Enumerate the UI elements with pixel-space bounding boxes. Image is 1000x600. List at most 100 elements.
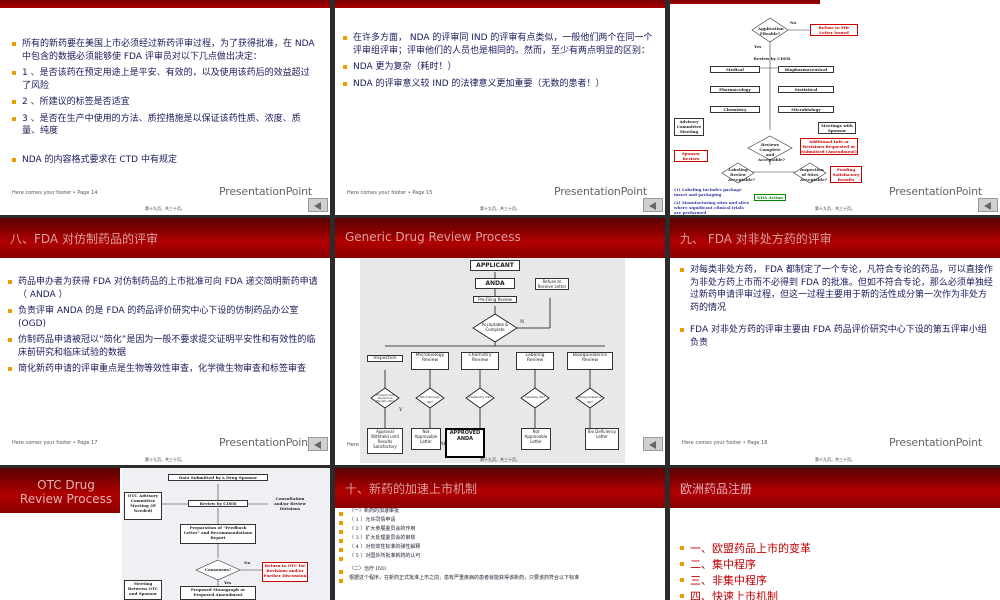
slide-otc-review[interactable]: OTC Drug Review Process Data Submitted b… [0, 468, 330, 600]
gd-label-n: N [520, 319, 525, 325]
gd-applicant: APPLICANT [470, 260, 520, 271]
fc-statistical: Statistical [778, 86, 834, 93]
back-arrow-icon[interactable] [308, 198, 328, 212]
brand-logo: PresentationPoint [889, 436, 982, 449]
slide-title-bar [670, 468, 1000, 508]
brand-logo: PresentationPoint [554, 185, 647, 198]
fc-advisory: Advisory Committee Meeting [674, 118, 704, 136]
gd-q-chem: Chemistry OK? [468, 395, 492, 399]
bullet-item: （ 5 ）对国外所批准新药的认可 [339, 553, 659, 561]
gd-ap: AP [440, 441, 447, 447]
brand-logo: PresentationPoint [219, 185, 312, 198]
gd-approved: APPROVED ANDA [445, 428, 485, 458]
fc-inspection-sites: Inspection of Sites Acceptable? [800, 167, 827, 182]
page-note: 第十九页，共三十页。 [145, 206, 185, 211]
bullet-item: （ 2 ）扩大参展委员会的作用 [339, 526, 659, 534]
fc-labeling-review: Labeling Review Acceptable? [728, 167, 755, 182]
gd-micro: Microbiology Review [411, 352, 449, 370]
slide-footer: Here comes your footer • Page 18 [682, 440, 768, 446]
gd-withheld: Approval Withheld until Results Satisfac… [367, 428, 403, 454]
bullet-item: （ 3 ）扩大处理委员会的审核 [339, 535, 659, 543]
brand-logo: PresentationPoint [219, 436, 312, 449]
page-note: 第十九页，共三十页。 [145, 457, 185, 462]
gd-q-label: Labeling OK? [524, 395, 546, 399]
slide-top-bar [335, 0, 665, 8]
gd-prefiling: Pre-Filing Review [473, 296, 517, 303]
gd-q-micro: Microbiology OK? [419, 395, 441, 404]
slide-title: 九、 FDA 对非处方药的评审 [680, 232, 832, 246]
fc-reviews-complete: Reviews Complete and Acceptable? [758, 142, 785, 162]
bullet-item: 简化新药申请的评审重点是生物等效性审查，化学微生物审查和标签审查 [8, 363, 324, 376]
bullet-list: （一）新药的加速审批 （ 1 ）允许同情申请 （ 2 ）扩大参展委员会的作用 （… [339, 508, 659, 584]
bullet-item: （二）治疗 IND [339, 566, 659, 574]
fc-pharmacology: Pharmacology [710, 86, 760, 93]
slide-title: 十、新药的加速上市机制 [345, 482, 478, 496]
brand-logo: PresentationPoint [889, 185, 982, 198]
bullet-item: 药品申办者为获得 FDA 对仿制药品的上市批准可向 FDA 递交简明新药申请（ … [8, 276, 324, 301]
otc-meeting: Meeting Between OTC and Sponsor [124, 580, 162, 600]
otc-label-yes: Yes [224, 580, 232, 585]
bullet-item: FDA 对非处方药的评审主要由 FDA 药品评价研究中心下设的第五评审小组负责 [680, 324, 994, 349]
bullet-item: 2 、所建议的标签是否适宜 [12, 96, 317, 109]
slide-footer: Here [347, 442, 359, 448]
slide-generic-drug-review[interactable]: Generic Drug Review Process APPLICANT AN… [335, 218, 665, 465]
nda-flowchart-lines [710, 17, 827, 184]
gd-refuse: Refuse to Receive Letter [535, 278, 569, 290]
slide-accelerated[interactable]: 十、新药的加速上市机制 （一）新药的加速审批 （ 1 ）允许同情申请 （ 2 ）… [335, 468, 665, 600]
slide-title: 欧洲药品注册 [680, 482, 753, 496]
slide-17[interactable]: 八、FDA 对仿制药品的评审 药品申办者为获得 FDA 对仿制药品的上市批准可向… [0, 218, 330, 465]
gd-not-approvable-1: Not Approvable Letter [411, 428, 441, 450]
otc-proposed: Proposed Monograph or Proposed Amendment [180, 586, 256, 600]
generic-flowchart-lines [370, 272, 605, 428]
bullet-item: 所有的新药要在美国上市必须经过新药评审过程，为了获得批准，在 NDA 中包含的数… [12, 38, 317, 63]
fc-chemistry: Chemistry [710, 106, 760, 113]
slide-footer: Here comes your footer • Page 15 [347, 190, 433, 196]
fc-note-2: (2) Manufacturing sites and sites where … [674, 200, 749, 215]
slide-footer: Here comes your footer • Page 17 [12, 440, 98, 446]
slide-title-bar [335, 218, 665, 258]
slide-title-bar [670, 218, 1000, 258]
bullet-item: 负责评审 ANDA 的是 FDA 的药品评价研究中心下设的仿制药品办公室 (OG… [8, 305, 324, 330]
otc-label-no: No [244, 560, 251, 565]
slide-15[interactable]: 在许多方面， NDA 的评审同 IND 的评审有点类似，一般他们两个在同一个评审… [335, 0, 665, 215]
fc-additional-info: Additional Info or Revisions Requested o… [800, 138, 858, 155]
back-arrow-icon[interactable] [643, 198, 663, 212]
slide-18[interactable]: 九、 FDA 对非处方药的评审 对每类非处方药， FDA 都制定了一个专论，凡符… [670, 218, 1000, 465]
gd-q-inspection: Preapproval Inspection Results OK? [376, 393, 394, 403]
otc-consensus: Consensus? [204, 567, 232, 572]
slide-14[interactable]: 所有的新药要在美国上市必须经过新药评审过程，为了获得批准，在 NDA 中包含的数… [0, 0, 330, 215]
slide-eu-registration[interactable]: 欧洲药品注册 一、欧盟药品上市的变革 二、集中程序 三、非集中程序 四、快速上市… [670, 468, 1000, 600]
back-arrow-icon[interactable] [978, 198, 998, 212]
back-arrow-icon[interactable] [308, 437, 328, 451]
slide-top-bar [0, 0, 330, 8]
bullet-item: 一、欧盟药品上市的变革 [680, 542, 980, 556]
fc-microbiology: Microbiology [778, 106, 834, 113]
bullet-item: 根据这个程序，在新药正式批准上市之前，患有严重疾病的患者就能获得该新药，只要该药… [339, 575, 659, 583]
gd-labeling: Labeling Review [516, 352, 554, 370]
gd-chem: Chemistry Review [461, 352, 499, 370]
bullet-list: 所有的新药要在美国上市必须经过新药评审过程，为了获得批准，在 NDA 中包含的数… [12, 38, 317, 170]
bullet-item: 二、集中程序 [680, 558, 980, 572]
slide-footer: Here comes your footer • Page 14 [12, 190, 98, 196]
slide-top-bar [670, 0, 820, 4]
fc-fileable: Application Fileable? [758, 26, 784, 36]
bullet-item: 在许多方面， NDA 的评审同 IND 的评审有点类似，一般他们两个在同一个评审… [343, 32, 655, 57]
slide-16[interactable]: Application Fileable? Refuse to File Let… [670, 0, 1000, 215]
slide-title-bar [0, 468, 120, 513]
otc-feedback: Preparation of "Feedback Letter" and Rec… [180, 524, 256, 544]
fc-review-cder: Review by CDER [753, 56, 791, 61]
gd-not-approvable-2: Not Approvable Letter [521, 428, 551, 450]
bullet-item: NDA 的内容格式要求在 CTD 中有规定 [12, 154, 317, 167]
gd-inspection: Inspection [367, 355, 403, 362]
bullet-item: 四、快速上市机制 [680, 590, 980, 600]
fc-label-yes: Yes [754, 44, 762, 49]
bullet-item: NDA 的评审意义较 IND 的法律意义更加重要（无数的患者！） [343, 78, 655, 91]
page-note: 第十九页，共三十页。 [815, 457, 855, 462]
page-note: 第十九页，共三十页。 [815, 206, 855, 211]
gd-q-bio: Bioequivalence OK? [578, 395, 602, 404]
slide-title: OTC Drug Review Process [19, 478, 113, 506]
back-arrow-icon[interactable] [643, 437, 663, 451]
bullet-item: （ 1 ）允许同情申请 [339, 517, 659, 525]
gd-bioeq: Bioequivalence Review [567, 352, 613, 370]
